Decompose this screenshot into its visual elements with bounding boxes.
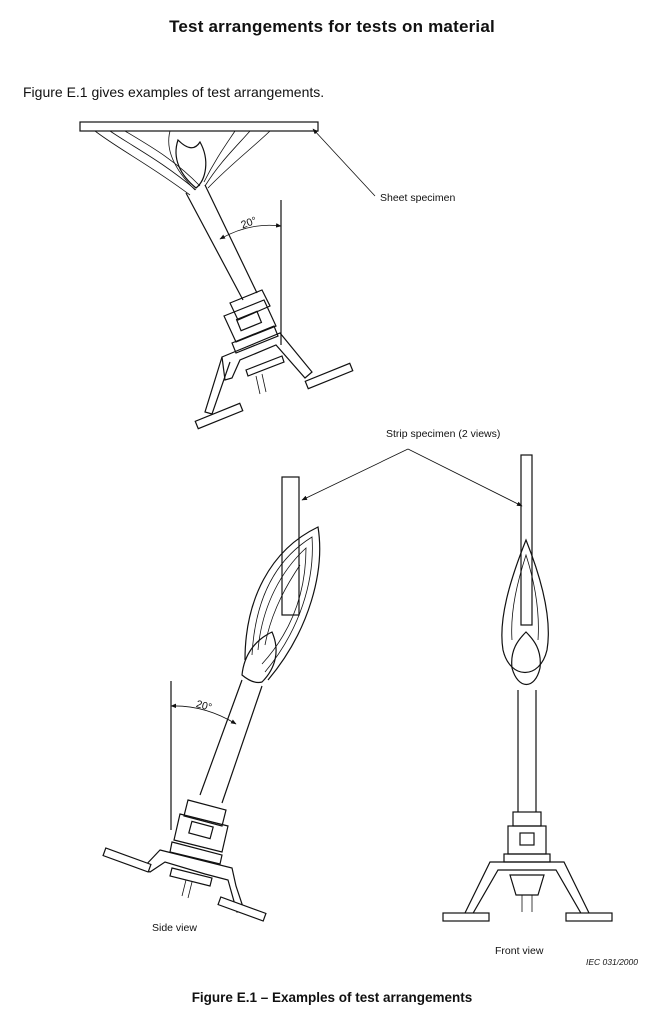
sheet-specimen-label: Sheet specimen (380, 192, 456, 204)
iec-reference: IEC 031/2000 (586, 957, 638, 967)
intro-text: Figure E.1 gives examples of test arrang… (23, 84, 325, 100)
strip-specimen-label: Strip specimen (2 views) (386, 428, 501, 440)
front-view-drawing (442, 454, 613, 922)
front-view-label: Front view (495, 945, 544, 957)
figure-caption: Figure E.1 – Examples of test arrangemen… (191, 990, 473, 1005)
sheet-specimen-shape (79, 121, 319, 132)
strip-specimen-side (281, 476, 300, 616)
side-view-drawing (102, 476, 321, 922)
sheet-arrangement-drawing (79, 121, 376, 430)
section-heading: Test arrangements for tests on material (169, 17, 495, 36)
side-view-label: Side view (152, 922, 197, 934)
